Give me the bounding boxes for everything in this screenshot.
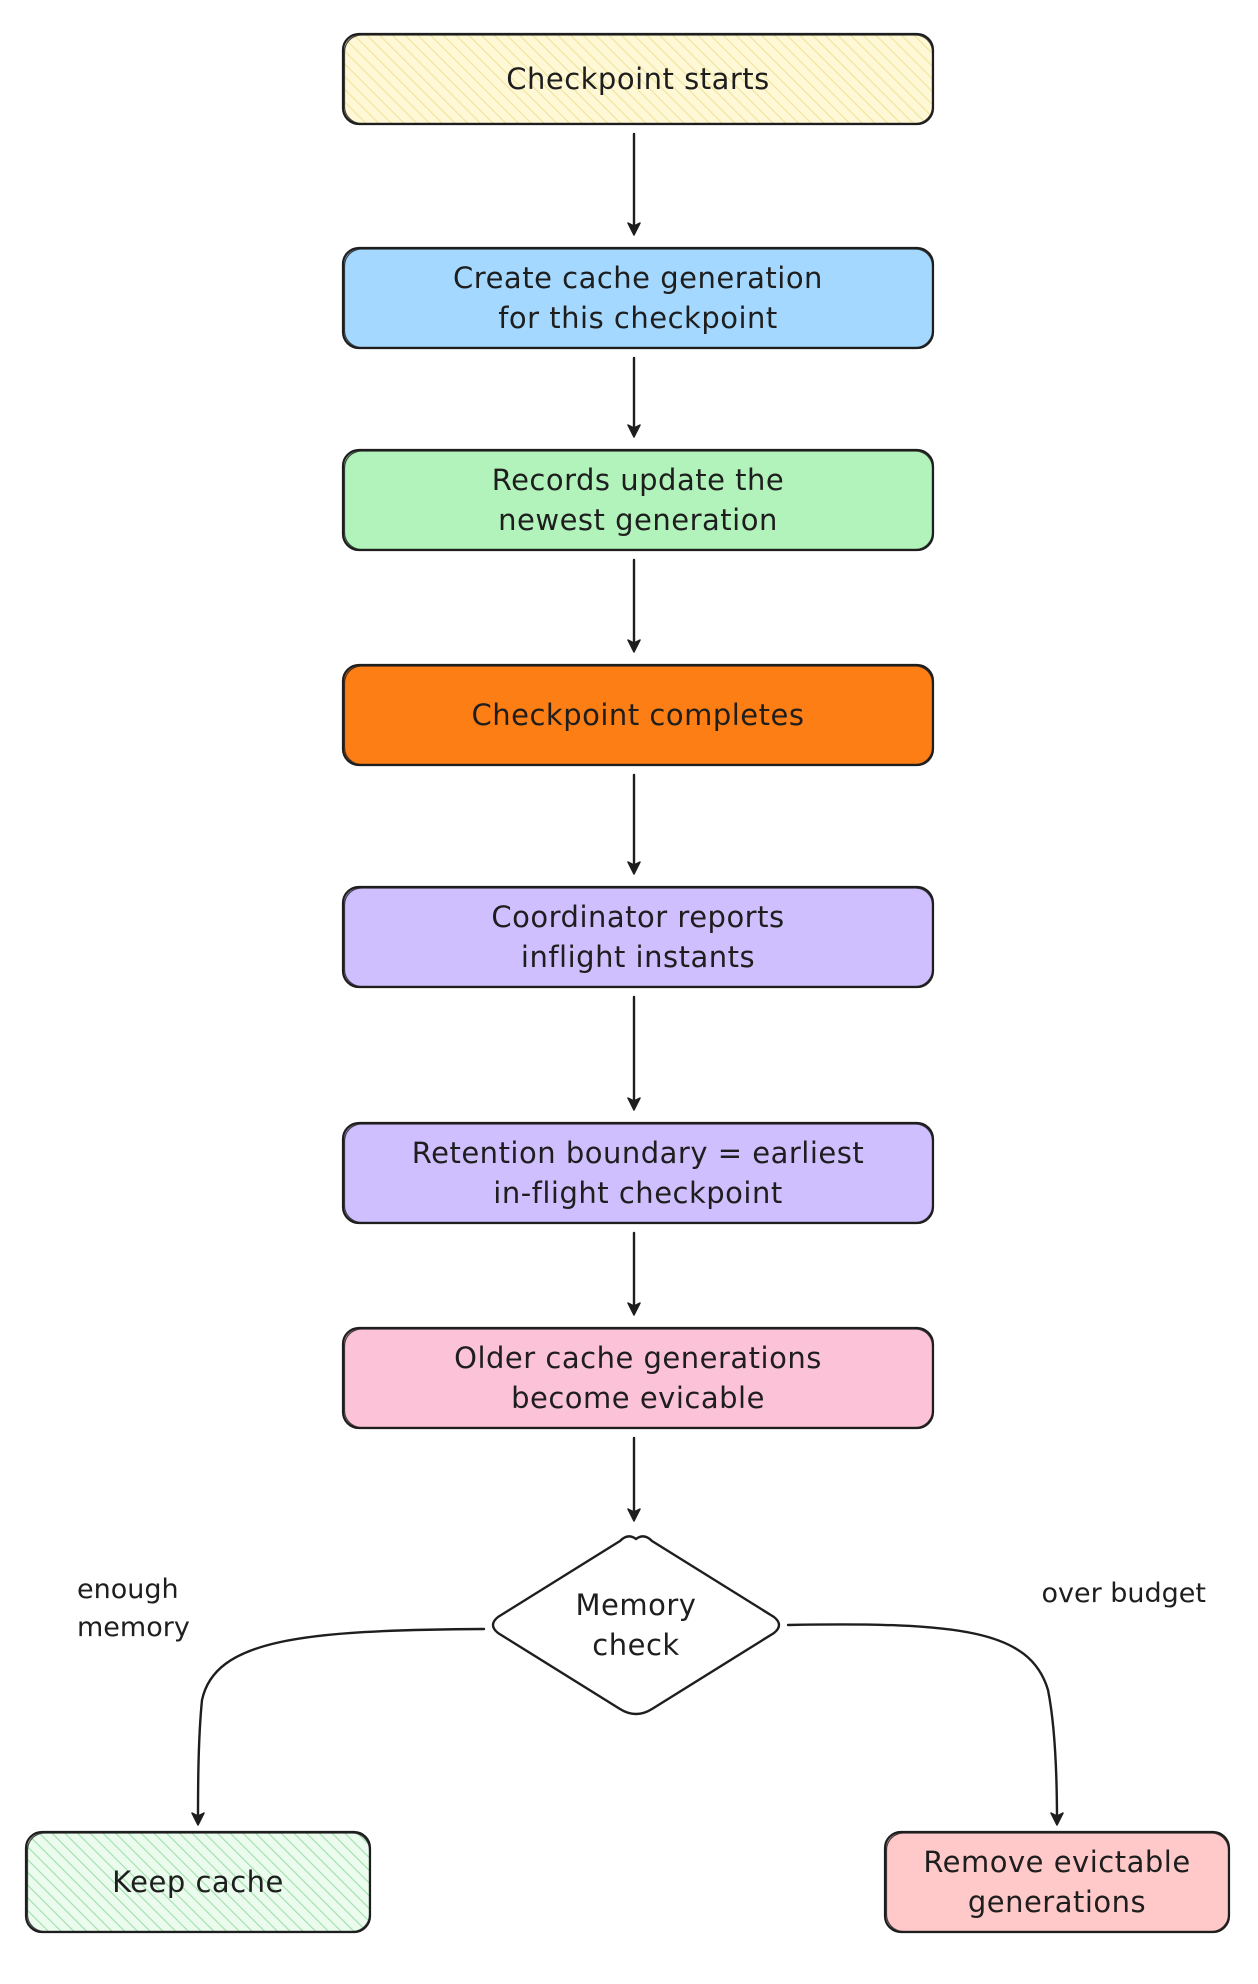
- node-retention-boundary: Retention boundary = earliest in-flight c…: [341, 1121, 935, 1225]
- node-memory-check: Memory check: [491, 1535, 781, 1716]
- node-coordinator-reports: Coordinator reports inflight instants: [341, 885, 935, 989]
- node-checkpoint-completes: Checkpoint completes: [341, 663, 935, 767]
- node-label: Keep cache: [112, 1865, 284, 1899]
- node-records-update: Records update the newest generation: [341, 448, 935, 552]
- node-label: in-flight checkpoint: [493, 1176, 782, 1210]
- edge-memory-check-to-keep-cache: [191, 1627, 486, 1826]
- edge-label-text: enough: [77, 1574, 179, 1605]
- edges-layer: [191, 132, 1064, 1826]
- node-create-cache-generation: Create cache generation for this checkpoi…: [341, 246, 935, 350]
- node-remove-evictable: Remove evictable generations: [883, 1830, 1231, 1934]
- edge-label-remove-evictable: over budget: [1041, 1578, 1206, 1609]
- node-label: Older cache generations: [454, 1341, 822, 1375]
- edge-label-text: memory: [77, 1612, 190, 1643]
- node-label: become evicable: [511, 1381, 765, 1415]
- node-label: generations: [968, 1885, 1146, 1919]
- node-border: [491, 1535, 781, 1716]
- edge-label-keep-cache: enough memory: [77, 1574, 190, 1643]
- node-label: Remove evictable: [923, 1845, 1190, 1879]
- node-label: Coordinator reports: [491, 900, 784, 934]
- node-label: Memory: [576, 1588, 697, 1622]
- edge-labels-layer: enough memory over budget: [77, 1574, 1206, 1643]
- edge-label-text: over budget: [1041, 1578, 1206, 1609]
- node-label: Create cache generation: [453, 261, 823, 295]
- node-label: inflight instants: [521, 940, 755, 974]
- node-keep-cache: Keep cache: [24, 1830, 372, 1934]
- node-older-cache-generations: Older cache generations become evicable: [341, 1326, 935, 1430]
- node-label: Records update the: [492, 463, 785, 497]
- node-label: newest generation: [498, 503, 778, 537]
- edge-memory-check-to-remove-evictable: [786, 1623, 1064, 1826]
- node-label: for this checkpoint: [498, 301, 778, 335]
- node-label: Checkpoint completes: [472, 698, 805, 732]
- node-label: Checkpoint starts: [506, 62, 770, 96]
- node-checkpoint-starts: Checkpoint starts: [341, 32, 935, 126]
- node-label: check: [592, 1628, 679, 1662]
- node-label: Retention boundary = earliest: [412, 1136, 864, 1170]
